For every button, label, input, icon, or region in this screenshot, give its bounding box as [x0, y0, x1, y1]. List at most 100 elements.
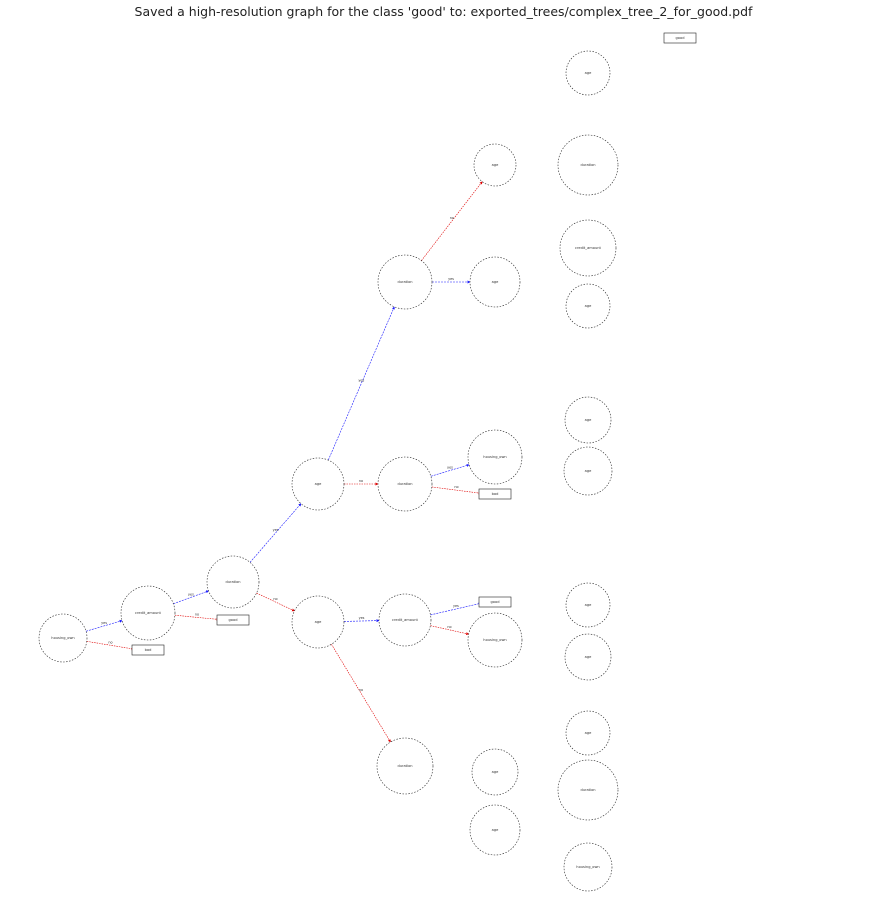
node-label: age: [585, 71, 592, 75]
decision-circle: [559, 219, 617, 277]
node-label: housing_own: [483, 638, 506, 642]
tree-edge: [256, 592, 295, 612]
node-label: age: [492, 770, 499, 774]
decision-circle: [564, 633, 612, 681]
decision-node: age: [565, 50, 611, 96]
decision-node: duration: [376, 737, 434, 795]
decision-circle: [378, 593, 432, 647]
tree-edge: [421, 181, 483, 261]
node-label: credit_amount: [575, 246, 602, 250]
node-label: age: [315, 482, 322, 486]
edge-label: yes: [358, 378, 364, 382]
node-label: age: [585, 418, 592, 422]
decision-circle: [120, 585, 176, 641]
node-label: bad: [145, 648, 152, 652]
decision-node: age: [565, 710, 611, 756]
node-label: duration: [580, 163, 595, 167]
decision-circle: [565, 582, 611, 628]
decision-circle: [473, 143, 517, 187]
edge-label: no: [359, 688, 363, 692]
decision-circle: [469, 804, 521, 856]
decision-circle: [563, 446, 613, 496]
decision-node: credit_amount: [120, 585, 176, 641]
decision-node: age: [291, 595, 345, 649]
node-label: duration: [580, 788, 595, 792]
decision-node: age: [469, 804, 521, 856]
leaf-node: good: [216, 614, 250, 626]
decision-circle: [565, 283, 611, 329]
decision-node: age: [473, 143, 517, 187]
leaf-node: bad: [478, 488, 512, 500]
node-label: age: [585, 655, 592, 659]
tree-edge: [430, 625, 470, 636]
decision-circle: [557, 134, 619, 196]
decision-circle: [467, 612, 523, 668]
decision-circle: [563, 842, 613, 892]
leaf-box: [478, 596, 512, 608]
decision-node: duration: [377, 456, 433, 512]
tree-edge: [431, 486, 482, 495]
leaf-node: good: [663, 32, 697, 44]
node-label: credit_amount: [135, 611, 162, 615]
decision-circle: [469, 256, 521, 308]
tree-edge: [173, 590, 210, 605]
decision-node: housing_own: [563, 842, 613, 892]
node-label: housing_own: [51, 636, 74, 640]
node-label: age: [492, 828, 499, 832]
node-label: duration: [397, 280, 412, 284]
decision-node: housing_own: [467, 612, 523, 668]
decision-circle: [377, 456, 433, 512]
node-label: duration: [225, 580, 240, 584]
decision-node: credit_amount: [378, 593, 432, 647]
node-label: age: [585, 731, 592, 735]
node-label: good: [491, 600, 500, 604]
decision-node: duration: [557, 134, 619, 196]
decision-node: housing_own: [467, 429, 523, 485]
decision-node: housing_own: [38, 613, 88, 663]
decision-node: duration: [377, 254, 433, 310]
node-label: duration: [397, 764, 412, 768]
node-label: duration: [397, 482, 412, 486]
leaf-node: good: [478, 596, 512, 608]
edge-label: yes: [447, 466, 453, 470]
leaf-box: [131, 644, 165, 656]
node-label: age: [585, 304, 592, 308]
tree-edge: [343, 619, 380, 623]
edge-label: yes: [101, 621, 107, 625]
edge-label: no: [447, 625, 451, 629]
decision-circle: [291, 595, 345, 649]
decision-circle: [377, 254, 433, 310]
edge-label: no: [450, 216, 454, 220]
decision-node: age: [564, 633, 612, 681]
figure-title: Saved a high-resolution graph for the cl…: [134, 4, 753, 19]
node-label: good: [676, 36, 685, 40]
node-label: bad: [492, 492, 499, 496]
decision-node: duration: [557, 759, 619, 821]
tree-nodes: housing_owncredit_amountbaddurationgooda…: [38, 32, 697, 892]
node-label: age: [585, 603, 592, 607]
edge-label: no: [273, 597, 277, 601]
leaf-box: [478, 488, 512, 500]
decision-node: duration: [206, 555, 260, 609]
node-label: age: [585, 469, 592, 473]
tree-edge: [86, 641, 135, 651]
decision-circle: [376, 737, 434, 795]
tree-edge: [85, 619, 123, 632]
edge-label: yes: [359, 616, 365, 620]
decision-node: age: [565, 582, 611, 628]
decision-node: age: [565, 283, 611, 329]
decision-node: age: [471, 748, 519, 796]
decision-circle: [38, 613, 88, 663]
decision-node: age: [564, 396, 612, 444]
node-label: age: [492, 280, 499, 284]
tree-edge: [430, 602, 482, 616]
node-label: housing_own: [483, 455, 506, 459]
decision-node: age: [291, 457, 345, 511]
decision-node: credit_amount: [559, 219, 617, 277]
leaf-box: [663, 32, 697, 44]
decision-circle: [206, 555, 260, 609]
node-label: housing_own: [576, 865, 599, 869]
edge-label: no: [359, 479, 363, 483]
